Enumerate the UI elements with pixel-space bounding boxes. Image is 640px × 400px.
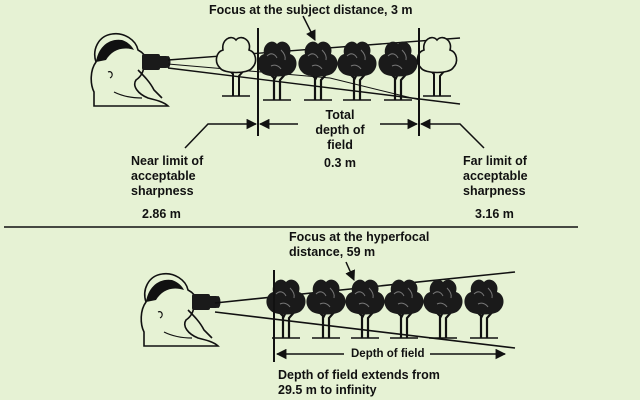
near-limit-label: Near limit of acceptable sharpness [131, 154, 203, 199]
total-dof-line: Total [325, 108, 355, 122]
near-pointer [184, 118, 258, 149]
tree-icon [383, 278, 425, 340]
tree-icon [305, 278, 347, 340]
far-limit-line: sharpness [463, 184, 526, 198]
view-line-mid2 [329, 77, 421, 101]
tree-icon [416, 36, 458, 97]
total-dof-label: Total depth of field [302, 108, 378, 153]
photographer-icon [140, 272, 222, 347]
dof-extends-line: 29.5 m to infinity [278, 383, 377, 397]
total-dof-line: field [327, 138, 353, 152]
tree-icon [215, 36, 257, 97]
far-limit-line: Far limit of [463, 154, 527, 168]
tree-icon [422, 278, 464, 340]
tree-icon [265, 278, 307, 340]
near-limit-line: acceptable [131, 169, 196, 183]
tree-icon [463, 278, 505, 340]
focus-hyperfocal-line: distance, 59 m [289, 245, 376, 259]
focus-hyperfocal-label: Focus at the hyperfocal distance, 59 m [289, 230, 429, 260]
top-panel [90, 15, 485, 149]
focus-hyperfocal-line: Focus at the hyperfocal [289, 230, 430, 244]
total-dof-value: 0.3 m [324, 156, 356, 170]
near-limit-line: Near limit of [131, 154, 204, 168]
far-limit-label: Far limit of acceptable sharpness [463, 154, 528, 199]
far-limit-line: acceptable [463, 169, 528, 183]
total-dof-line: depth of [315, 123, 365, 137]
dof-extends-line: Depth of field extends from [278, 368, 440, 382]
arrow-icon [345, 261, 355, 281]
far-limit-value: 3.16 m [475, 207, 514, 221]
bottom-panel [140, 261, 516, 362]
dof-extends-label: Depth of field extends from 29.5 m to in… [278, 368, 440, 398]
view-line-lower [214, 311, 516, 349]
far-pointer [419, 118, 485, 149]
photographer-icon [90, 32, 172, 107]
near-limit-value: 2.86 m [142, 207, 181, 221]
dof-arrow-label: Depth of field [351, 348, 425, 360]
near-limit-line: sharpness [131, 184, 194, 198]
arrow-icon [302, 15, 316, 41]
focus-subject-label: Focus at the subject distance, 3 m [209, 3, 413, 17]
